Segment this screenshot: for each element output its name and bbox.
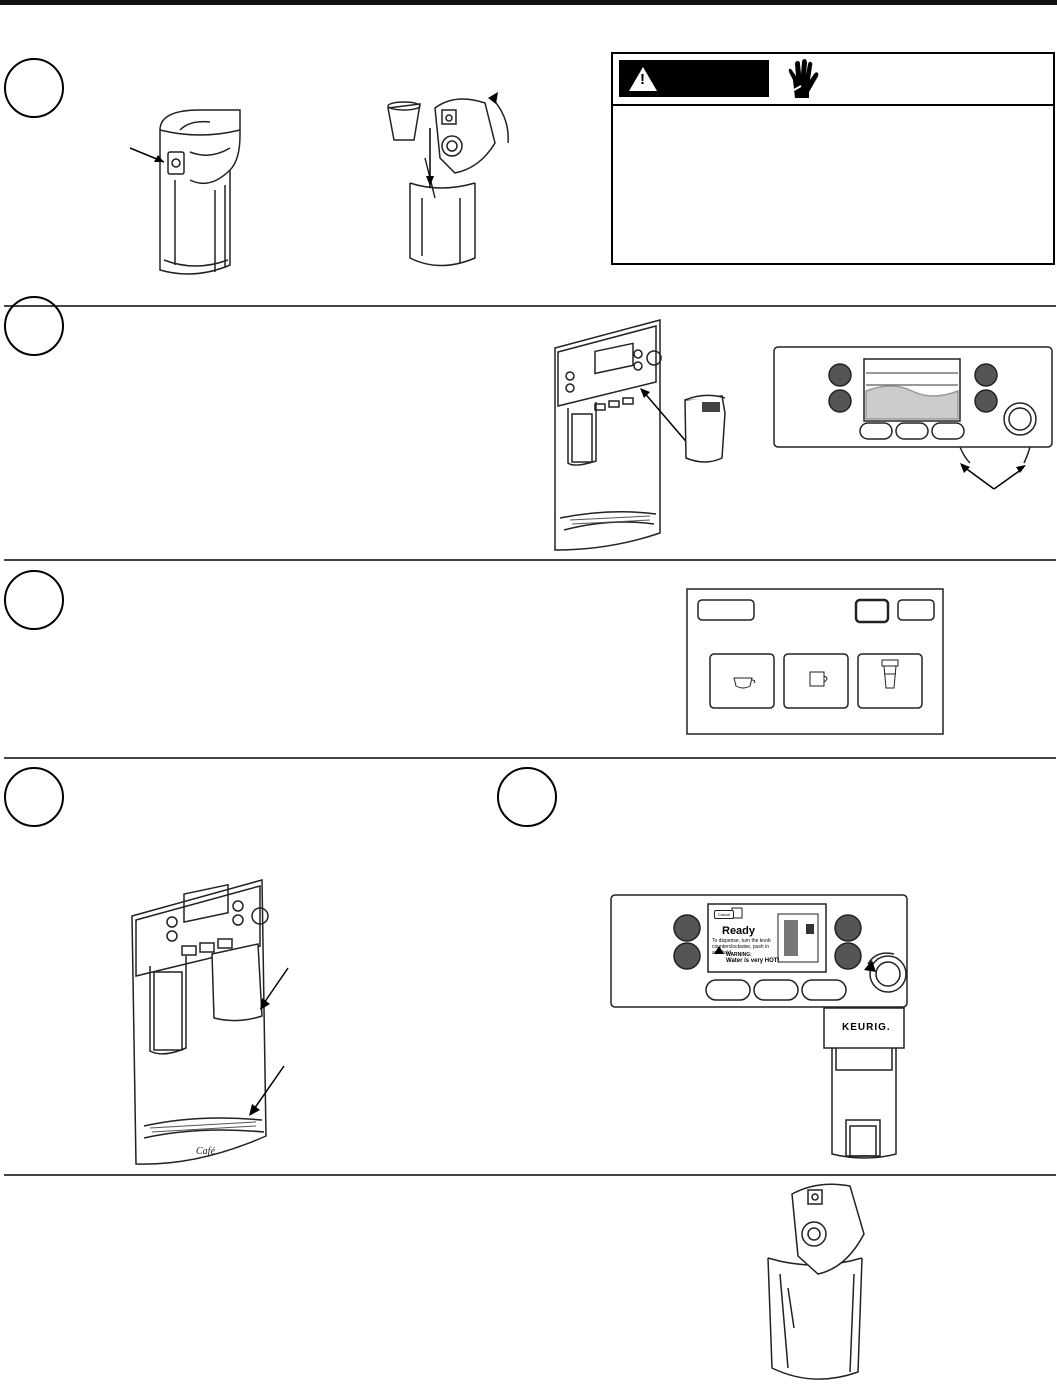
cafe-brand-label: Café (196, 1146, 215, 1157)
screen-right-button (897, 599, 935, 621)
pod-holder-closed-illustration (129, 109, 241, 275)
top-rule (0, 0, 1057, 5)
display-cancel-label: Cancel (714, 910, 734, 919)
dispenser-brewer-installed-illustration: Café (131, 879, 289, 1165)
warning-header (613, 54, 1053, 106)
step-4-circle (4, 767, 64, 827)
section-divider-2 (4, 559, 1056, 561)
pod-holder-open-illustration (387, 92, 509, 267)
section-divider-1 (4, 305, 1056, 307)
dispenser-insert-illustration (554, 319, 726, 551)
pod-holder-open-large-illustration (767, 1183, 865, 1380)
warning-box (611, 52, 1055, 265)
display-instruction-text: To dispense, turn the knob counterclockw… (712, 938, 771, 956)
mug-button (783, 653, 849, 709)
screen-middle-button (854, 598, 890, 624)
section-divider-4 (4, 1174, 1056, 1176)
step-5-circle (497, 767, 557, 827)
small-cup-button (709, 653, 775, 709)
step-3-circle (4, 570, 64, 630)
section-divider-3 (4, 757, 1056, 759)
display-warning-text: Water is very HOT! (726, 958, 780, 964)
travel-mug-button (857, 653, 923, 709)
cup-size-screen-illustration (686, 588, 944, 735)
warning-triangle-icon (629, 66, 657, 91)
step-1-circle (4, 58, 64, 118)
display-warning-title: WARNING: (726, 952, 752, 958)
screen-left-button (697, 599, 755, 621)
display-ready-label: Ready (722, 925, 756, 937)
warning-badge (619, 60, 769, 97)
ready-panel-illustration: Cancel Ready To dispense, turn the knob … (610, 894, 910, 1166)
control-panel-illustration (773, 346, 1053, 490)
hand-hazard-icon (786, 59, 819, 98)
keurig-brand-label: KEURIG. (842, 1022, 891, 1033)
step-2-circle (4, 296, 64, 356)
